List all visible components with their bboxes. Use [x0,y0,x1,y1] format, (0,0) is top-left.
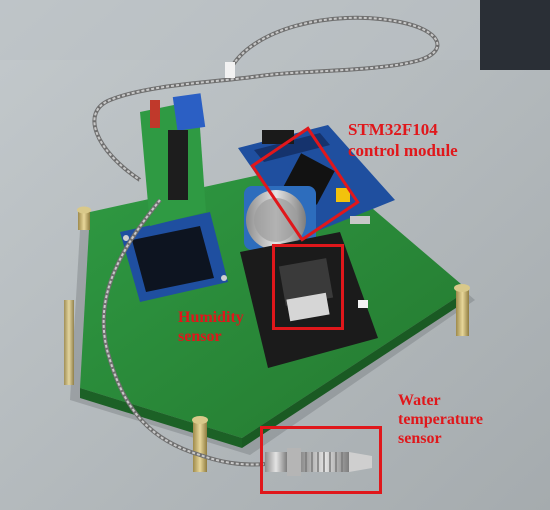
standoff-right [454,284,470,336]
relay-board [140,93,206,226]
background-device [480,0,550,70]
standoff-back-left [77,206,91,230]
gas-sensor [244,186,316,250]
water-temp-sensor-highlight-box [260,426,382,494]
water-temperature-probe [265,448,372,476]
control-module-label: STM32F104 control module [348,120,458,160]
oled-display-module [120,212,228,302]
standoff-front-left [192,416,208,472]
thermocouple-cable [92,15,440,467]
water-temp-sensor-label: Water temperature sensor [398,392,483,447]
humidity-sensor-highlight-box [272,244,344,330]
cable-clip [225,62,235,78]
humidity-sensor-label: Humidity sensor [178,309,244,345]
